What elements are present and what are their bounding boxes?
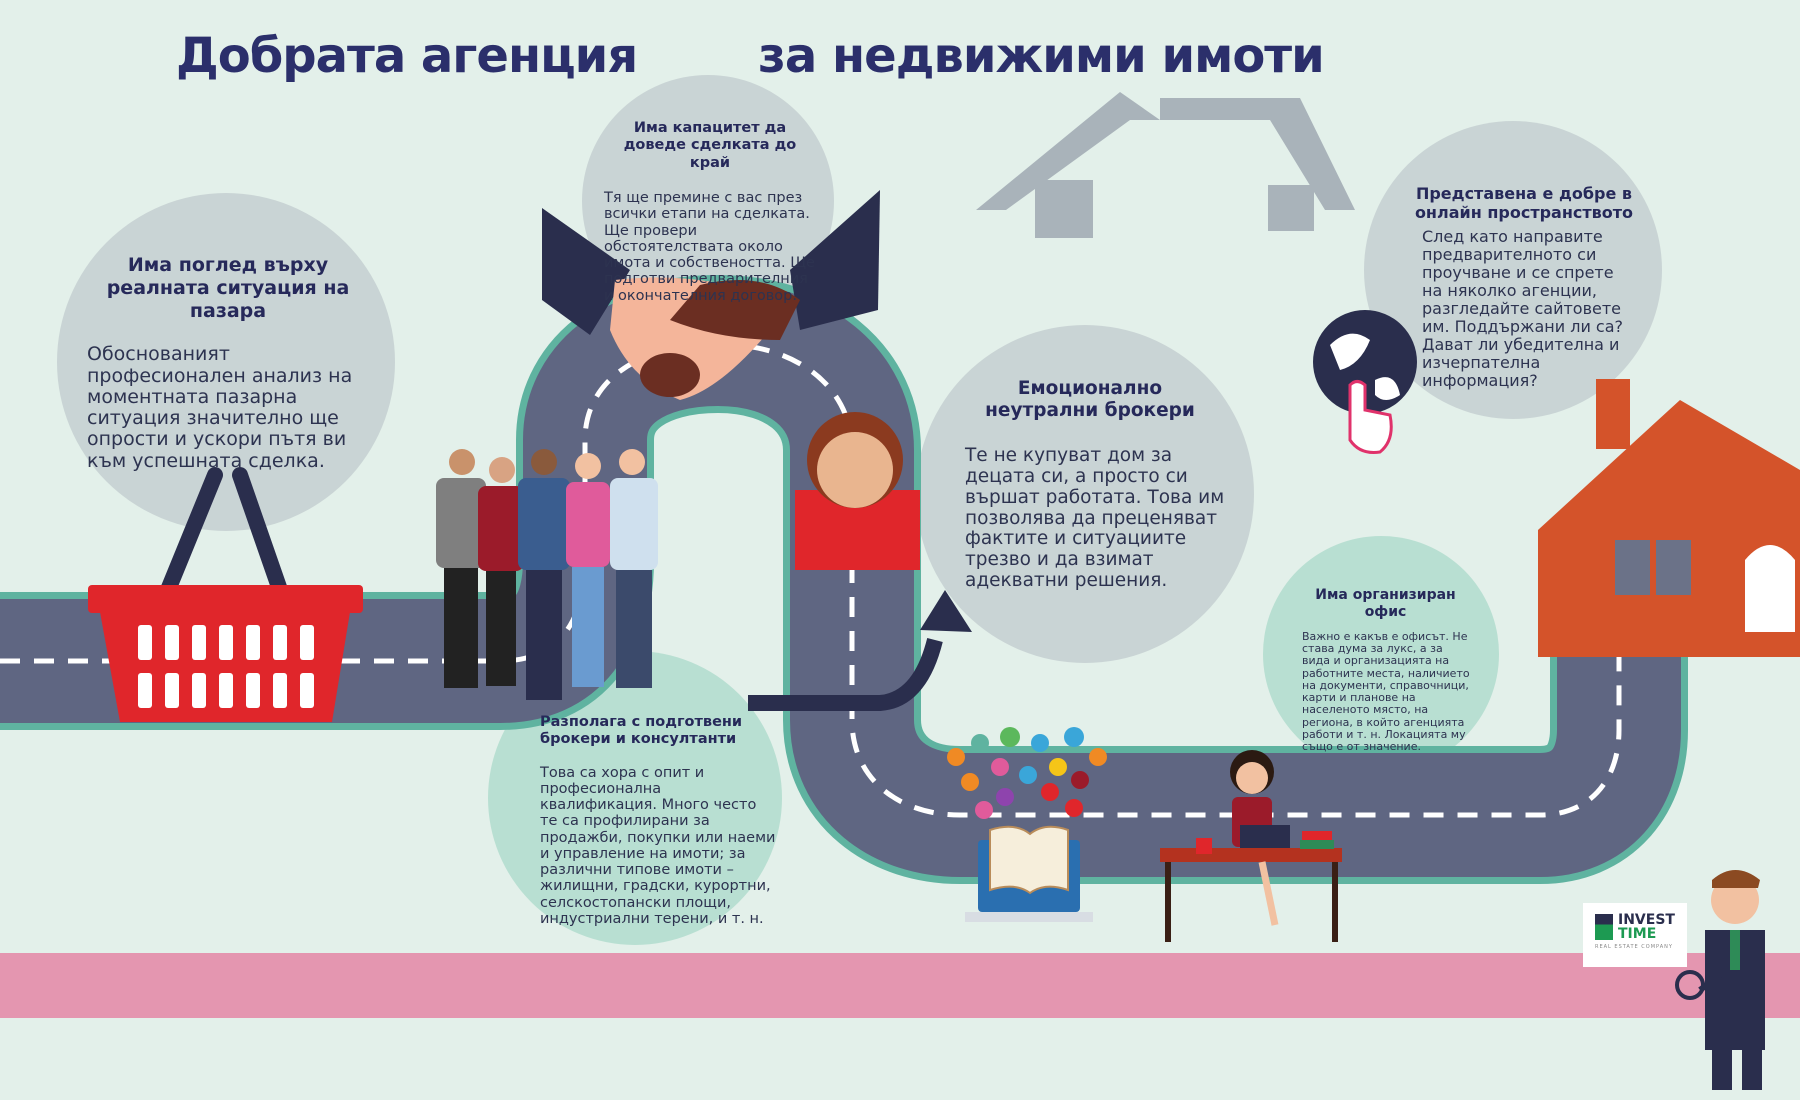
businessman-icon <box>1675 870 1765 1090</box>
apps-cloud-icon <box>947 727 1107 819</box>
logo-line2: TIME <box>1618 926 1657 942</box>
brokers-heading: Разполага с подготвени брокери и консулт… <box>540 714 743 748</box>
orange-house-icon <box>1538 379 1800 657</box>
capacity-text: Тя ще премине с вас през всички етапи на… <box>604 190 815 304</box>
office-block: Има организиран офис Важно е какъв е офи… <box>1298 587 1473 754</box>
laptop-book-icon <box>965 825 1093 922</box>
office-circle <box>1263 536 1499 772</box>
house-outline-icon <box>976 92 1355 238</box>
brokers-text: Това са хора с опит и професионална квал… <box>540 764 776 927</box>
logo-line1: INVEST <box>1618 912 1675 928</box>
market-circle <box>57 193 395 531</box>
market-heading: Има поглед върху реалната ситуация на па… <box>106 254 350 322</box>
page-title-part2: за недвижими имоти <box>758 28 1325 84</box>
office-heading: Има организиран офис <box>1315 587 1456 620</box>
stop-gesture-person-icon <box>795 412 920 570</box>
logo-tagline: REAL ESTATE COMPANY <box>1595 944 1673 950</box>
globe-with-hand-icon <box>1313 310 1417 454</box>
handshake-icon <box>542 190 880 400</box>
neutral-block: Емоционално неутрални брокери Те не купу… <box>955 378 1225 591</box>
capacity-block: Има капацитет да доведе сделката до край… <box>600 120 820 304</box>
brokers-block: Разполага с подготвени брокери и консулт… <box>536 714 776 927</box>
neutral-circle <box>916 325 1254 663</box>
market-text: Обоснованият професионален анализ на мом… <box>87 343 353 472</box>
invest-time-logo: INVEST TIME REAL ESTATE COMPANY <box>1583 903 1687 967</box>
people-group-icon <box>436 449 658 700</box>
page-title-part1: Добрата агенция <box>176 28 638 84</box>
capacity-heading: Има капацитет да доведе сделката до край <box>623 120 797 171</box>
office-desk-icon <box>1160 750 1342 942</box>
office-text: Важно е какъв е офисът. Не става дума за… <box>1302 629 1470 754</box>
arrow-icon <box>748 637 943 711</box>
pink-band <box>0 953 1800 1018</box>
basket-icon <box>88 467 363 722</box>
logo-mark-icon <box>1595 914 1613 940</box>
neutral-text: Те не купуват дом за децата си, а просто… <box>965 445 1225 591</box>
neutral-heading: Емоционално неутрални брокери <box>985 378 1195 422</box>
online-text: След като направите предварителното си п… <box>1422 227 1624 390</box>
online-block: Представена е добре в онлайн пространств… <box>1412 184 1636 390</box>
market-block: Има поглед върху реалната ситуация на па… <box>82 254 374 472</box>
online-heading: Представена е добре в онлайн пространств… <box>1414 184 1634 223</box>
